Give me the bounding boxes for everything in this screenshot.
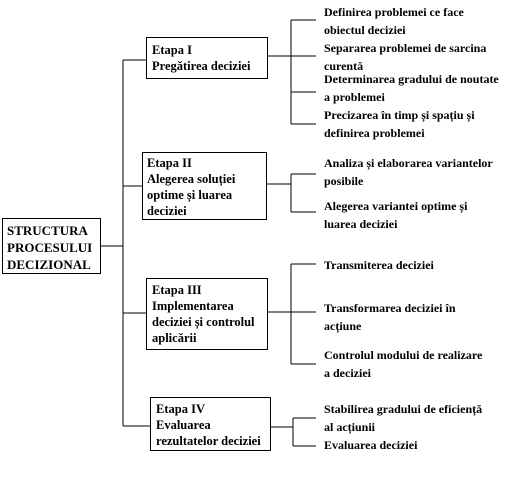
- stage-1-title: Etapa I: [152, 43, 192, 57]
- item-line: al acțiunii: [324, 420, 376, 434]
- item-line: Precizarea în timp și spațiu și: [324, 108, 475, 122]
- item-line: Transmiterea deciziei: [324, 258, 434, 272]
- item-line: a deciziei: [324, 366, 371, 380]
- stage-1-label: Pregătirea deciziei: [152, 59, 251, 73]
- stage-1-box: Etapa I Pregătirea deciziei: [146, 37, 268, 79]
- stage-4-label: Evaluarea: [156, 418, 211, 432]
- stage-1-item-1: Definirea problemei ce face obiectul dec…: [324, 3, 464, 39]
- stage-3-label: aplicării: [152, 331, 197, 345]
- item-line: a problemei: [324, 90, 385, 104]
- stage-2-label: optime și luarea: [147, 188, 233, 202]
- item-line: Analiza și elaborarea variantelor: [324, 156, 493, 170]
- item-line: definirea problemei: [324, 126, 425, 140]
- item-line: posibile: [324, 174, 364, 188]
- stage-4-label: rezultatelor deciziei: [156, 434, 261, 448]
- item-line: luarea deciziei: [324, 217, 398, 231]
- stage-2-label: Alegerea soluției: [147, 172, 236, 186]
- item-line: Separarea problemei de sarcina: [324, 41, 487, 55]
- item-line: Definirea problemei ce face: [324, 5, 464, 19]
- stage-3-item-3: Controlul modului de realizare a decizie…: [324, 346, 482, 382]
- stage-1-item-4: Precizarea în timp și spațiu și definire…: [324, 106, 475, 142]
- root-line: STRUCTURA: [7, 223, 88, 238]
- item-line: Alegerea variantei optime și: [324, 199, 468, 213]
- stage-3-item-2: Transformarea deciziei în acțiune: [324, 299, 456, 335]
- root-line: PROCESULUI: [7, 240, 93, 255]
- stage-2-item-1: Analiza și elaborarea variantelor posibi…: [324, 154, 493, 190]
- stage-2-label: deciziei: [147, 204, 187, 218]
- item-line: Transformarea deciziei în: [324, 301, 456, 315]
- stage-3-item-1: Transmiterea deciziei: [324, 256, 434, 274]
- root-line: DECIZIONAL: [7, 257, 91, 272]
- stage-3-box: Etapa III Implementarea deciziei și cont…: [146, 278, 268, 350]
- stage-1-item-2: Separarea problemei de sarcina curentă: [324, 39, 486, 75]
- item-line: obiectul deciziei: [324, 23, 406, 37]
- item-line: Stabilirea gradului de eficiență: [324, 402, 483, 416]
- item-line: Evaluarea deciziei: [324, 438, 418, 452]
- stage-3-title: Etapa III: [152, 283, 202, 297]
- stage-2-box: Etapa II Alegerea soluției optime și lua…: [142, 152, 267, 220]
- item-line: acțiune: [324, 319, 362, 333]
- stage-4-item-2: Evaluarea deciziei: [324, 436, 417, 454]
- item-line: curentă: [324, 59, 364, 73]
- root-box: STRUCTURA PROCESULUI DECIZIONAL: [2, 218, 101, 274]
- stage-2-title: Etapa II: [147, 156, 192, 170]
- stage-3-label: deciziei și controlul: [152, 315, 255, 329]
- stage-4-item-1: Stabilirea gradului de eficiență al acți…: [324, 400, 482, 436]
- item-line: Determinarea gradului de noutate: [324, 72, 499, 86]
- stage-1-item-3: Determinarea gradului de noutate a probl…: [324, 70, 499, 106]
- stage-3-label: Implementarea: [152, 299, 234, 313]
- item-line: Controlul modului de realizare: [324, 348, 483, 362]
- stage-4-title: Etapa IV: [156, 402, 205, 416]
- stage-4-box: Etapa IV Evaluarea rezultatelor deciziei: [150, 397, 271, 451]
- stage-2-item-2: Alegerea variantei optime și luarea deci…: [324, 197, 467, 233]
